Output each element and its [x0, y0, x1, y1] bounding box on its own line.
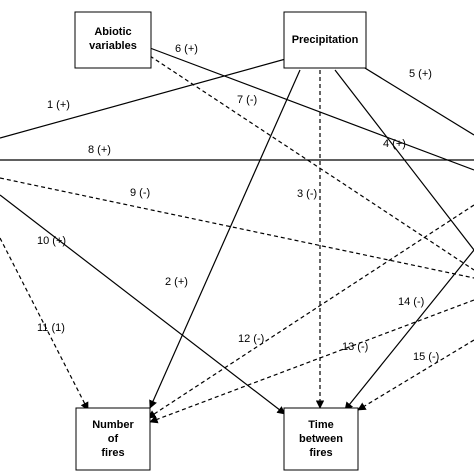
- node-number-line-1: Number: [92, 419, 134, 431]
- edge-12: [147, 204, 474, 419]
- edge-10: [0, 194, 286, 415]
- edge-13: [149, 299, 474, 424]
- node-number-of-fires: Number of fires: [75, 407, 151, 471]
- node-precipitation: Precipitation: [283, 11, 367, 69]
- edge-label-14: 14 (-): [398, 296, 424, 308]
- edge-label-5: 5 (+): [409, 68, 432, 80]
- edge-label-12: 12 (-): [238, 333, 264, 345]
- edge-label-8: 8 (+): [88, 144, 111, 156]
- edge-6: [149, 47, 474, 171]
- edge-5: [359, 64, 474, 136]
- node-time-line-2: between: [299, 433, 343, 445]
- edge-label-7: 7 (-): [237, 94, 257, 106]
- edge-label-1: 1 (+): [47, 99, 70, 111]
- node-number-line-3: fires: [101, 447, 124, 459]
- edge-label-9: 9 (-): [130, 187, 150, 199]
- edge-7: [149, 55, 474, 271]
- edge-2: [149, 69, 301, 409]
- node-precipitation-line-1: Precipitation: [292, 34, 359, 46]
- node-abiotic-line-2: variables: [89, 40, 137, 52]
- edge-label-6: 6 (+): [175, 43, 198, 55]
- node-time-line-3: fires: [309, 447, 332, 459]
- edge-1: [0, 54, 301, 139]
- edge-14: [344, 249, 474, 411]
- edge-label-4: 4 (+): [383, 138, 406, 150]
- edge-11: [0, 237, 89, 411]
- edge-15: [357, 339, 474, 411]
- edge-label-13: 13 (-): [342, 341, 368, 353]
- node-time-between-fires: Time between fires: [283, 407, 359, 471]
- edge-9: [0, 177, 474, 279]
- node-time-line-1: Time: [308, 419, 333, 431]
- edge-label-10: 10 (+): [37, 235, 66, 247]
- edge-label-15: 15 (-): [413, 351, 439, 363]
- edge-label-3: 3 (-): [297, 188, 317, 200]
- node-abiotic-variables: Abiotic variables: [74, 11, 152, 69]
- node-number-line-2: of: [108, 433, 119, 445]
- edge-label-2: 2 (+): [165, 276, 188, 288]
- edge-label-11: 11 (1): [37, 322, 65, 334]
- edges-layer: [0, 47, 474, 424]
- node-abiotic-line-1: Abiotic: [94, 26, 131, 38]
- edge-labels-layer: 1 (+) 2 (+) 3 (-) 4 (+) 5 (+) 6 (+) 7 (-…: [37, 43, 439, 363]
